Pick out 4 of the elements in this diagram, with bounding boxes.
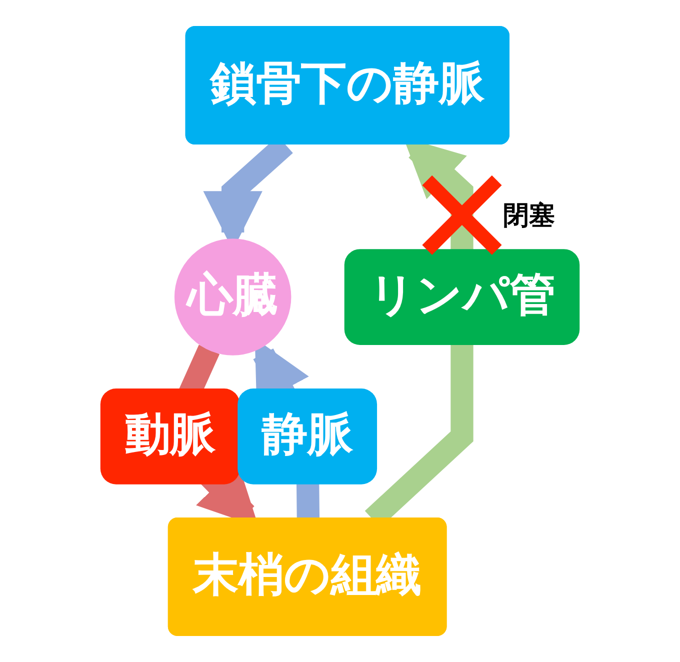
edge-label: 動脈	[124, 409, 216, 462]
edge-label: 静脈	[262, 409, 353, 462]
edge-label: リンパ管	[368, 270, 556, 322]
annotation-text: 閉塞	[502, 200, 555, 233]
